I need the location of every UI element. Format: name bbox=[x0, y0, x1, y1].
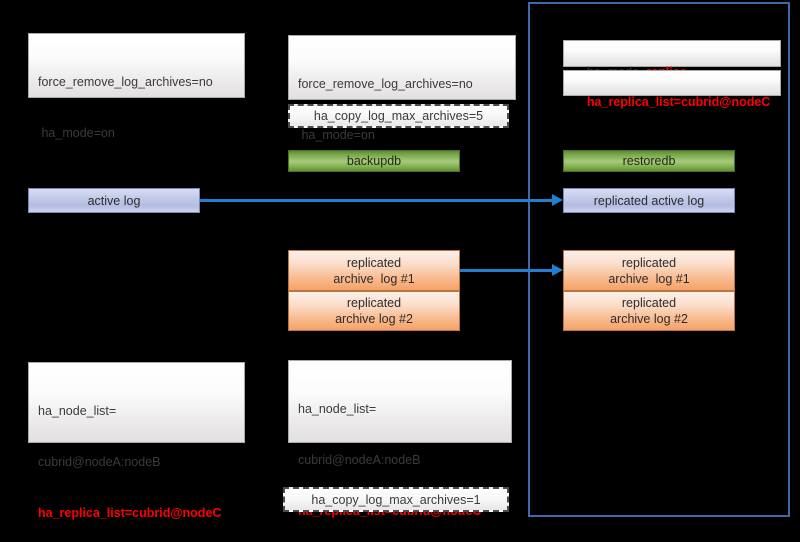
nodec-archive-log-1-line2: archive log #1 bbox=[608, 271, 690, 286]
nodea-config-top: force_remove_log_archives=no ha_mode=on bbox=[28, 33, 245, 140]
nodeb-ha-node-list-line: ha_node_list= bbox=[298, 402, 377, 416]
nodeb-archive-log-1: replicated archive log #1 bbox=[288, 250, 460, 291]
nodeb-node-list-value: cubrid@nodeA:nodeB bbox=[298, 453, 421, 467]
nodec-archive-log-2-line1: replicated bbox=[621, 296, 677, 310]
nodeb-archive-log-2: replicated archive log #2 bbox=[288, 291, 460, 331]
nodec-archive-log-1-line1: replicated bbox=[621, 255, 677, 270]
active-log-arrow-head bbox=[552, 194, 563, 206]
restoredb-button-label: restoredb bbox=[622, 154, 676, 168]
nodec-replicated-active-log-bar: replicated active log bbox=[563, 188, 735, 213]
nodea-ha-node-list-line: ha_node_list= bbox=[38, 404, 117, 418]
nodeb-archive-log-2-line1: replicated bbox=[346, 296, 402, 310]
nodeb-config-bottom: ha_node_list= cubrid@nodeA:nodeB ha_repl… bbox=[288, 360, 512, 518]
archive-log-arrow-line bbox=[460, 269, 552, 272]
nodea-active-log-label: active log bbox=[87, 193, 141, 208]
nodec-archive-log-2-line2: archive log #2 bbox=[610, 312, 688, 326]
nodec-ha-replica-list-box: ha_replica_list=cubrid@nodeC bbox=[563, 70, 781, 109]
nodea-node-list-value: cubrid@nodeA:nodeB bbox=[38, 455, 161, 469]
nodec-archive-log-2: replicated archive log #2 bbox=[563, 291, 735, 331]
nodeb-config-top-line2: ha_mode=on bbox=[298, 128, 375, 142]
nodeb-max-archives-box: ha_copy_log_max_archives=5 bbox=[288, 104, 509, 128]
nodea-ha-replica-list-line: ha_replica_list=cubrid@nodeC bbox=[38, 506, 222, 520]
nodea-config-bottom: ha_node_list= cubrid@nodeA:nodeB ha_repl… bbox=[28, 362, 245, 520]
nodeb-max-archives-bottom-box: ha_copy_log_max_archives=1 bbox=[283, 487, 509, 512]
nodeb-archive-log-2-line2: archive log #2 bbox=[335, 312, 413, 326]
backupdb-button[interactable]: backupdb bbox=[288, 150, 460, 172]
nodec-group-rectangle bbox=[528, 2, 790, 517]
nodec-ha-mode-box: ha_mode=replica bbox=[563, 40, 781, 79]
active-log-arrow-line bbox=[200, 199, 552, 202]
backupdb-button-label: backupdb bbox=[346, 154, 402, 168]
archive-log-arrow-head bbox=[552, 264, 563, 276]
restoredb-button[interactable]: restoredb bbox=[563, 150, 735, 172]
nodeb-max-archives-bottom-label: ha_copy_log_max_archives=1 bbox=[311, 492, 481, 507]
nodec-replicated-active-log-label: replicated active log bbox=[593, 193, 705, 208]
nodec-ha-replica-list-label: ha_replica_list=cubrid@nodeC bbox=[586, 95, 771, 109]
nodeb-archive-log-1-line1: replicated bbox=[346, 255, 402, 270]
nodec-archive-log-1: replicated archive log #1 bbox=[563, 250, 735, 291]
nodeb-max-archives-label: ha_copy_log_max_archives=5 bbox=[313, 109, 484, 123]
nodea-config-top-line1: force_remove_log_archives=no bbox=[38, 75, 213, 89]
nodeb-config-top: force_remove_log_archives=no ha_mode=on bbox=[288, 35, 516, 142]
nodea-active-log-bar: active log bbox=[28, 188, 200, 213]
nodea-config-top-line2: ha_mode=on bbox=[38, 126, 115, 140]
nodeb-config-top-line1: force_remove_log_archives=no bbox=[298, 77, 473, 91]
nodeb-archive-log-1-line2: archive log #1 bbox=[333, 271, 415, 286]
